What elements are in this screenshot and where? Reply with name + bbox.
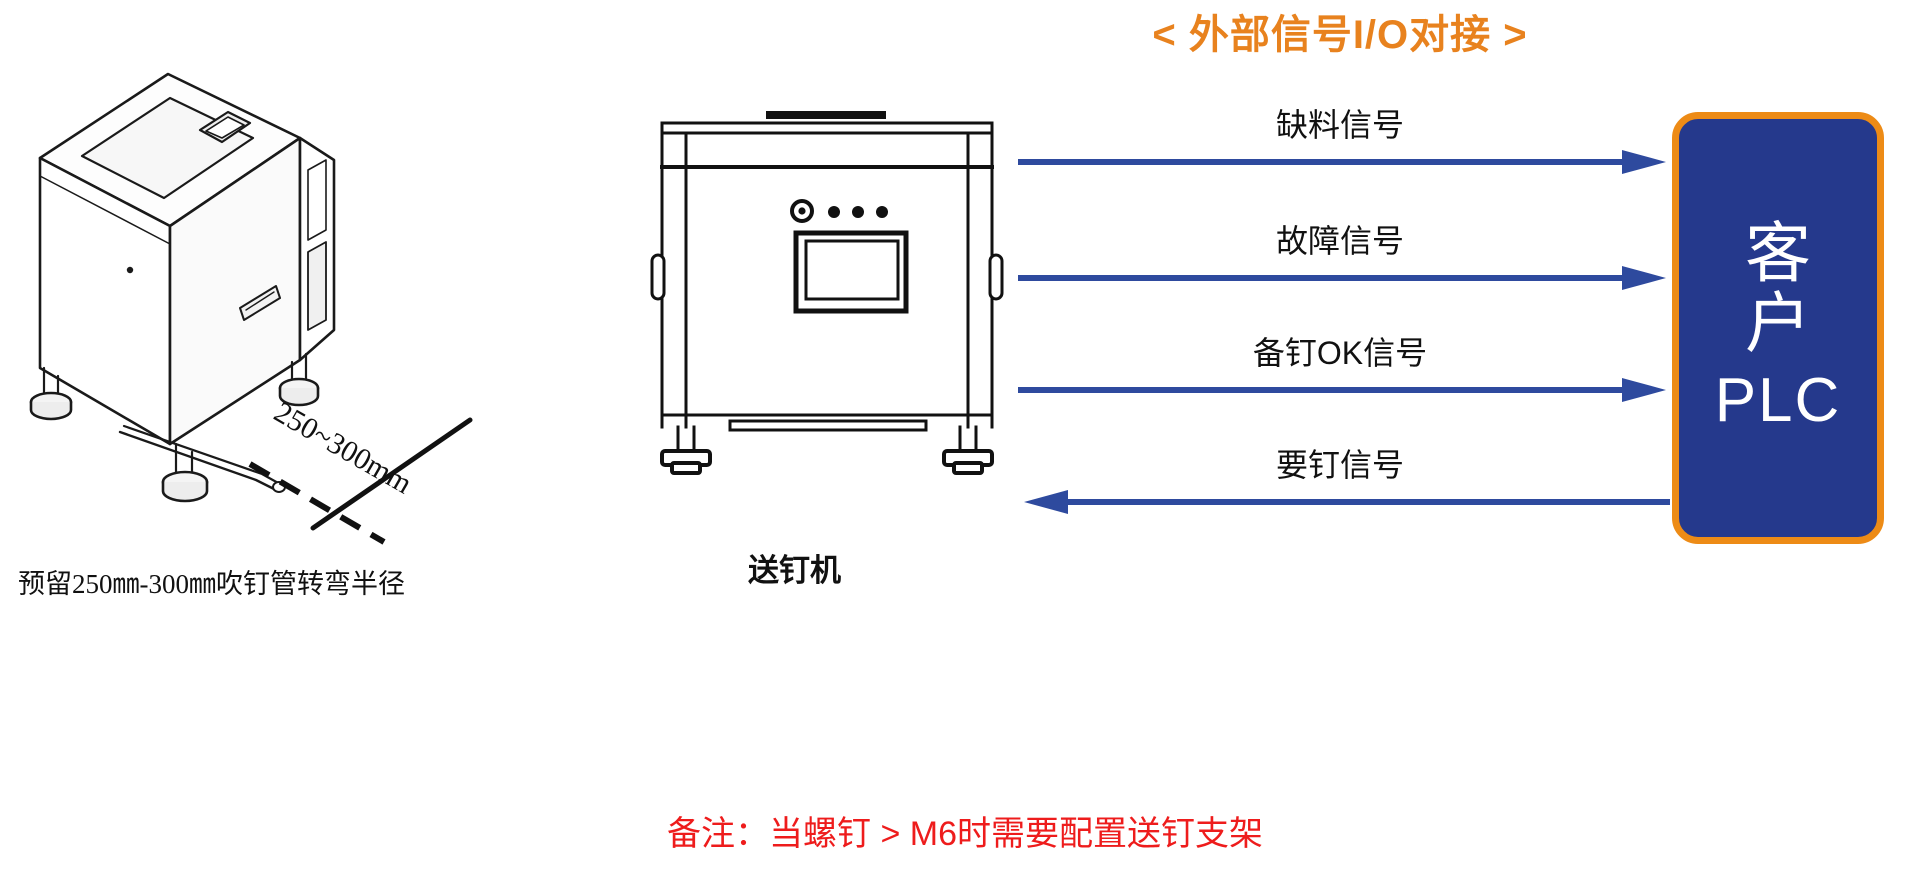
left-caption: 预留250㎜-300㎜吹钉管转弯半径	[18, 569, 405, 599]
signal-arrow-right	[1010, 264, 1670, 290]
signal-row: 缺料信号	[1010, 100, 1670, 200]
feeder-machine-front-illustration	[620, 105, 1040, 505]
plc-label-line1: 客	[1745, 216, 1811, 291]
signal-row: 要钉信号	[1010, 440, 1670, 540]
center-caption: 送钉机	[748, 553, 841, 588]
customer-plc-box: 客 户 PLC	[1672, 112, 1884, 544]
signal-row: 故障信号	[1010, 216, 1670, 316]
signal-arrow-group: 缺料信号 故障信号 备钉OK信号	[1010, 100, 1670, 520]
signal-arrow-left	[1010, 488, 1670, 514]
page-title: < 外部信号I/O对接 >	[1152, 13, 1528, 57]
signal-arrow-right	[1010, 376, 1670, 402]
feeder-machine-isometric-illustration: 250~300mm	[0, 30, 560, 550]
signal-label: 要钉信号	[1275, 447, 1404, 483]
signal-label: 缺料信号	[1275, 107, 1404, 143]
plc-label-line3: PLC	[1714, 366, 1842, 436]
signal-label: 故障信号	[1275, 223, 1404, 259]
plc-label-line2: 户	[1745, 286, 1811, 361]
signal-label: 备钉OK信号	[1252, 335, 1428, 371]
signal-arrow-right	[1010, 148, 1670, 174]
footnote-text: 备注：当螺钉 > M6时需要配置送钉支架	[667, 815, 1263, 853]
signal-row: 备钉OK信号	[1010, 328, 1670, 428]
